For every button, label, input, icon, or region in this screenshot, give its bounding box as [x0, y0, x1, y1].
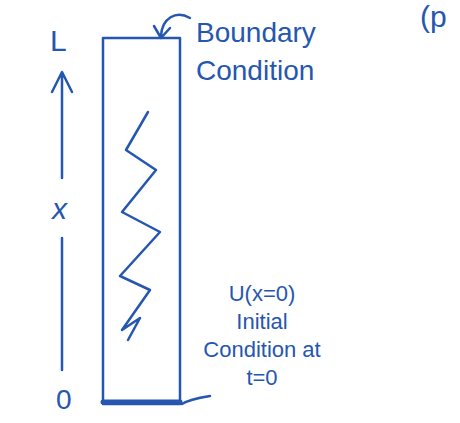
axis-line [61, 238, 64, 370]
sketch-label: x [52, 192, 67, 226]
leader-line [182, 396, 210, 404]
sketch-label: (p [420, 0, 447, 34]
leader-arrow [154, 15, 190, 38]
axis-arrow [52, 72, 72, 178]
bottom-edge [103, 400, 180, 405]
wave-line [120, 112, 160, 340]
sketch-label: Boundary Condition [196, 14, 366, 90]
sketch-label: 0 [56, 384, 72, 416]
sketch-label: L [50, 24, 67, 58]
sketch-label: U(x=0) Initial Condition at t=0 [200, 280, 324, 392]
column-outline [103, 38, 180, 404]
